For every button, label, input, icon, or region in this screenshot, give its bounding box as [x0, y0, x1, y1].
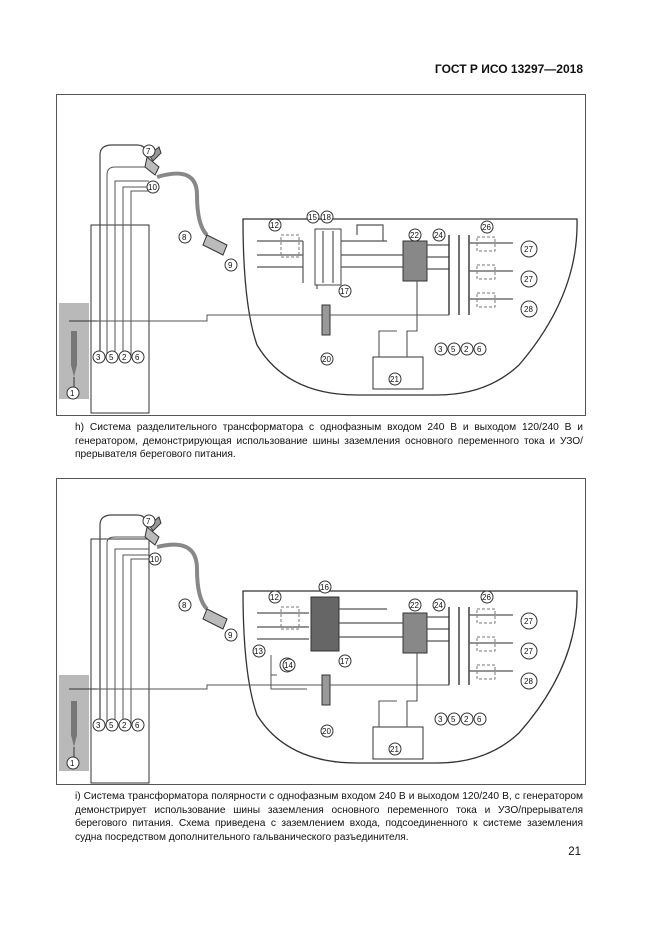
svg-text:12: 12 — [270, 221, 279, 230]
svg-text:22: 22 — [410, 601, 419, 610]
svg-text:5: 5 — [109, 721, 114, 730]
svg-text:9: 9 — [228, 261, 233, 270]
svg-text:24: 24 — [434, 601, 443, 610]
svg-text:27: 27 — [524, 617, 533, 626]
svg-text:2: 2 — [122, 353, 127, 362]
busbar — [448, 235, 470, 315]
svg-text:13: 13 — [254, 647, 263, 656]
shore-cable — [156, 171, 209, 237]
svg-text:1: 1 — [70, 759, 75, 768]
svg-text:18: 18 — [322, 213, 331, 222]
transformer-output — [341, 224, 387, 268]
svg-text:28: 28 — [524, 677, 533, 686]
svg-text:26: 26 — [482, 593, 491, 602]
inlet-plug — [202, 608, 228, 630]
svg-text:10: 10 — [150, 555, 159, 564]
svg-text:24: 24 — [434, 231, 443, 240]
polarity-transformer — [310, 596, 340, 652]
svg-text:16: 16 — [320, 583, 329, 592]
svg-text:21: 21 — [390, 745, 399, 754]
svg-text:5: 5 — [109, 353, 114, 362]
svg-text:8: 8 — [182, 233, 187, 242]
shore-socket — [148, 146, 162, 162]
svg-text:8: 8 — [182, 601, 187, 610]
svg-text:2: 2 — [464, 345, 469, 354]
svg-text:3: 3 — [96, 721, 101, 730]
figure-i-caption: i) Система трансформатора полярности с о… — [75, 791, 583, 843]
transformer-box — [314, 228, 342, 286]
svg-text:7: 7 — [146, 517, 151, 526]
busbar — [448, 607, 470, 685]
figure-h-caption: h) Система разделительного трансформатор… — [75, 422, 583, 460]
inlet-wiring — [257, 240, 318, 289]
svg-text:14: 14 — [284, 661, 293, 670]
svg-text:2: 2 — [464, 715, 469, 724]
main-panel — [402, 240, 428, 282]
ground-bus — [321, 304, 331, 336]
svg-text:9: 9 — [228, 631, 233, 640]
svg-text:3: 3 — [96, 353, 101, 362]
shore-pedestal — [90, 224, 150, 414]
shore-cable — [156, 542, 209, 611]
svg-text:10: 10 — [148, 183, 157, 192]
pedestal-conductors — [106, 166, 149, 357]
inlet-plug — [202, 234, 228, 256]
svg-text:5: 5 — [451, 715, 456, 724]
ground-rod — [71, 331, 77, 377]
branch-circuits — [469, 242, 513, 300]
document-header: ГОСТ Р ИСО 13297—2018 — [434, 62, 583, 76]
shore-pedestal — [90, 538, 150, 784]
page-number: 21 — [568, 846, 581, 858]
shore-plug — [144, 526, 160, 546]
svg-text:21: 21 — [390, 375, 399, 384]
svg-text:6: 6 — [477, 715, 482, 724]
marker-labels: 7 10 8 9 12 13 14 16 17 20 21 22 24 26 2… — [66, 514, 538, 770]
diagram-h-svg: 7 10 8 9 12 15 18 17 20 21 22 24 26 27 2… — [59, 144, 578, 414]
svg-text:20: 20 — [322, 727, 331, 736]
svg-text:6: 6 — [477, 345, 482, 354]
svg-text:22: 22 — [410, 231, 419, 240]
diagram-i-svg: 7 10 8 9 12 13 14 16 17 20 21 22 24 26 2… — [59, 514, 578, 784]
svg-text:15: 15 — [308, 213, 317, 222]
svg-text:20: 20 — [322, 355, 331, 364]
svg-text:17: 17 — [340, 657, 349, 666]
marker-labels: 7 10 8 9 12 15 18 17 20 21 22 24 26 27 2… — [66, 144, 538, 400]
ground-rod — [71, 701, 77, 747]
svg-text:5: 5 — [451, 345, 456, 354]
svg-text:12: 12 — [270, 593, 279, 602]
svg-text:3: 3 — [438, 345, 443, 354]
wiring-diagram-h: 7 10 8 9 12 15 18 17 20 21 22 24 26 27 2… — [56, 94, 586, 416]
svg-text:28: 28 — [524, 305, 533, 314]
svg-text:7: 7 — [146, 147, 151, 156]
svg-text:26: 26 — [482, 223, 491, 232]
svg-text:3: 3 — [438, 715, 443, 724]
main-panel — [402, 612, 428, 654]
svg-text:27: 27 — [524, 245, 533, 254]
svg-text:17: 17 — [340, 287, 349, 296]
svg-text:27: 27 — [524, 647, 533, 656]
ground-bus — [321, 674, 331, 706]
svg-text:2: 2 — [122, 721, 127, 730]
svg-text:27: 27 — [524, 275, 533, 284]
svg-text:6: 6 — [135, 721, 140, 730]
wiring-diagram-i: 7 10 8 9 12 13 14 16 17 20 21 22 24 26 2… — [56, 478, 586, 785]
svg-text:1: 1 — [70, 389, 75, 398]
shore-socket — [148, 516, 162, 532]
svg-text:6: 6 — [135, 353, 140, 362]
shore-plug — [144, 156, 160, 176]
